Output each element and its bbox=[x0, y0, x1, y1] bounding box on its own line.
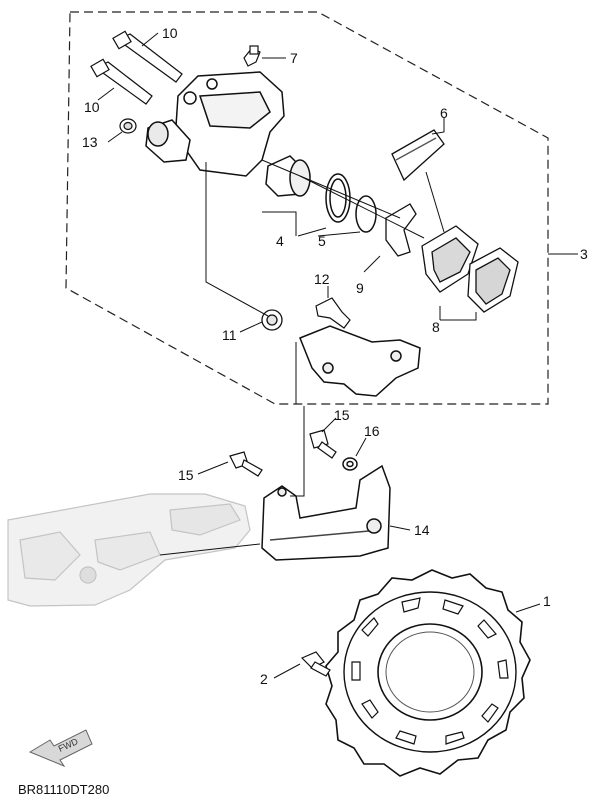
drawing-code: BR81110DT280 bbox=[18, 782, 109, 797]
pad-clip bbox=[385, 203, 417, 257]
pin-13 bbox=[119, 118, 137, 134]
caliper-body bbox=[145, 71, 285, 177]
disc-bolt bbox=[300, 651, 331, 677]
washer bbox=[342, 457, 358, 471]
callout-7: 7 bbox=[290, 50, 298, 66]
callout-15-upper: 15 bbox=[334, 407, 350, 423]
bleed-screw bbox=[243, 45, 261, 67]
callout-15-lower: 15 bbox=[178, 467, 194, 483]
assembly-lines bbox=[159, 159, 425, 556]
callout-1: 1 bbox=[543, 593, 551, 609]
callout-5: 5 bbox=[318, 233, 326, 249]
callout-6: 6 bbox=[440, 105, 448, 121]
bracket-bolts bbox=[229, 429, 337, 477]
pin-12 bbox=[315, 297, 351, 329]
caliper-assembly-boundary bbox=[65, 11, 549, 405]
callout-3: 3 bbox=[580, 246, 588, 262]
callout-11: 11 bbox=[222, 327, 237, 343]
callout-12: 12 bbox=[314, 271, 330, 287]
caliper-bolts bbox=[90, 30, 183, 105]
callout-10-upper: 10 bbox=[162, 25, 178, 41]
callout-10-lower: 10 bbox=[84, 99, 100, 115]
pad-spring bbox=[391, 129, 445, 182]
piston-seals bbox=[325, 173, 377, 233]
callout-4: 4 bbox=[276, 233, 284, 249]
callout-2: 2 bbox=[260, 671, 268, 687]
piston bbox=[265, 155, 311, 197]
caliper-support-bracket bbox=[261, 464, 391, 561]
callout-14: 14 bbox=[414, 522, 430, 538]
caliper-bracket bbox=[299, 325, 421, 397]
boot bbox=[261, 309, 283, 331]
fwd-arrow-icon: FWD bbox=[28, 729, 93, 768]
callout-9: 9 bbox=[356, 280, 364, 296]
brake-disc bbox=[325, 569, 531, 777]
callout-13: 13 bbox=[82, 134, 98, 150]
swingarm-outline bbox=[7, 493, 251, 607]
callout-8: 8 bbox=[432, 319, 440, 335]
leader-lines bbox=[97, 32, 578, 679]
callout-16: 16 bbox=[364, 423, 380, 439]
brake-pads bbox=[421, 225, 519, 313]
